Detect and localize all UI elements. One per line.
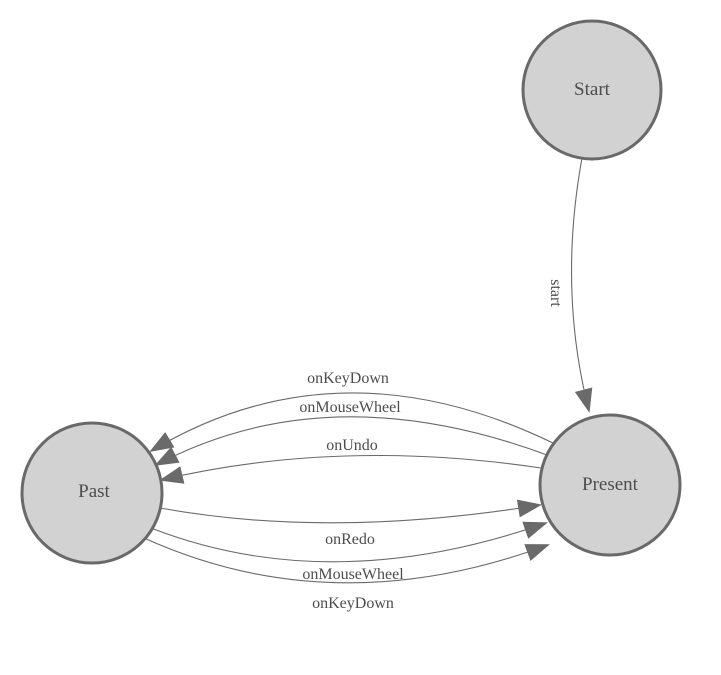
node-past: Past: [20, 421, 164, 565]
edge-label-onkeydown-bottom: onKeyDown: [312, 595, 394, 612]
edge-line-onundo: [159, 454, 542, 484]
edge-start-to-present: start: [547, 157, 593, 413]
edge-line-start: [571, 157, 593, 413]
edge-past-to-present-onkeydown: onKeyDown: [143, 537, 550, 612]
node-past-circle: [20, 421, 164, 565]
edge-label-onundo: onUndo: [326, 437, 378, 454]
edge-line-onkeydown-top: [149, 392, 554, 453]
node-present-circle: [538, 413, 682, 557]
edge-line-onmousewheel-bottom: [150, 521, 548, 563]
edge-label-start: start: [547, 279, 564, 307]
edge-label-onmousewheel-top: onMouseWheel: [299, 399, 401, 416]
edge-past-to-present-onmousewheel: onMouseWheel: [150, 521, 548, 583]
node-present-label: Present: [582, 474, 639, 495]
edge-label-onkeydown-top: onKeyDown: [307, 370, 389, 387]
edge-line-onredo: [159, 499, 542, 524]
node-start-label: Start: [574, 79, 611, 100]
edge-line-onkeydown-bottom: [143, 537, 550, 584]
edge-present-to-past-onmousewheel: onMouseWheel: [154, 399, 548, 466]
edge-line-onmousewheel-top: [154, 416, 548, 466]
node-start-circle: [521, 19, 663, 161]
edge-present-to-past-onkeydown: onKeyDown: [149, 370, 554, 453]
node-present: Present: [538, 413, 682, 557]
node-past-label: Past: [78, 481, 110, 502]
edge-label-onredo: onRedo: [325, 531, 375, 548]
edge-present-to-past-onundo: onUndo: [159, 437, 542, 484]
edge-past-to-present-onredo: onRedo: [159, 499, 542, 548]
node-start: Start: [521, 19, 663, 161]
edge-label-onmousewheel-bottom: onMouseWheel: [302, 566, 404, 583]
